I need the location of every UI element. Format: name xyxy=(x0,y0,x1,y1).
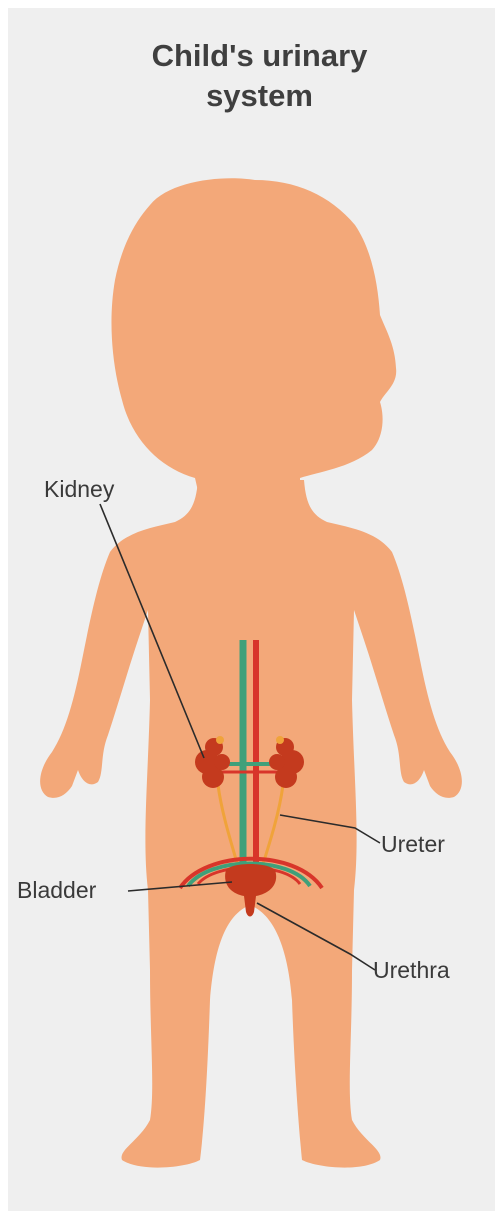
kidney-label: Kidney xyxy=(44,476,115,502)
child-torso xyxy=(40,480,462,1168)
child-silhouette xyxy=(40,178,462,1167)
child-head xyxy=(111,178,396,500)
urethra-label: Urethra xyxy=(373,957,450,983)
right-adrenal xyxy=(276,736,284,744)
left-adrenal xyxy=(216,736,224,744)
ureter-label: Ureter xyxy=(381,831,445,857)
bladder-label: Bladder xyxy=(17,877,97,903)
